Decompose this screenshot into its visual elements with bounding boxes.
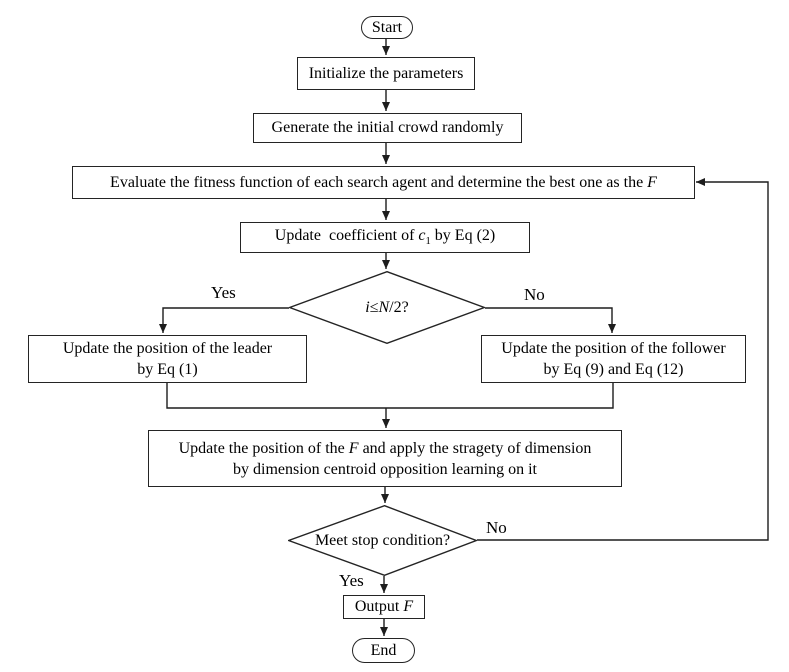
decision-diamond-shape bbox=[289, 271, 485, 344]
node-update-coefficient: Update coefficient of c1 by Eq (2) bbox=[240, 222, 530, 253]
edge-decision1-no-follower bbox=[485, 307, 616, 333]
edge-label-decision1-yes: Yes bbox=[211, 283, 236, 302]
node-update-food-position: Update the position of the F and apply t… bbox=[148, 430, 622, 487]
node-initialize-parameters-label: Initialize the parameters bbox=[308, 64, 464, 82]
node-update-food-position-line2: by dimension centroid opposition learnin… bbox=[233, 460, 537, 478]
node-evaluate-fitness: Evaluate the fitness function of each se… bbox=[72, 166, 695, 199]
node-update-leader-line2: by Eq (1) bbox=[137, 361, 198, 378]
node-evaluate-fitness-label: Evaluate the fitness function of each se… bbox=[110, 173, 657, 191]
node-start-label: Start bbox=[371, 18, 403, 36]
node-decision-half-crowd: i≤N/2? bbox=[289, 271, 485, 344]
node-update-follower-line2: by Eq (9) and Eq (12) bbox=[543, 361, 684, 378]
node-end-label: End bbox=[370, 641, 397, 659]
node-decision-half-crowd-label: i≤N/2? bbox=[365, 298, 409, 316]
node-update-coefficient-label: Update coefficient of c1 by Eq (2) bbox=[274, 227, 496, 248]
node-update-follower-line1: Update the position of the follower bbox=[501, 340, 726, 357]
node-generate-crowd: Generate the initial crowd randomly bbox=[253, 113, 522, 143]
edge-merge-line bbox=[166, 383, 614, 409]
edge-label-decision2-no: No bbox=[486, 518, 507, 537]
node-decision-stop-condition: Meet stop condition? bbox=[288, 505, 477, 576]
node-generate-crowd-label: Generate the initial crowd randomly bbox=[271, 119, 504, 137]
node-decision-stop-condition-label: Meet stop condition? bbox=[314, 531, 451, 549]
edge-decision2-no-loopback bbox=[477, 178, 769, 541]
edge-decision1-yes-leader bbox=[159, 307, 289, 333]
edge-label-decision1-no: No bbox=[524, 285, 545, 304]
node-update-leader: Update the position of the leader by Eq … bbox=[28, 335, 307, 383]
node-output-f: Output F bbox=[343, 595, 425, 619]
node-start: Start bbox=[361, 16, 413, 39]
node-update-leader-line1: Update the position of the leader bbox=[62, 340, 273, 357]
node-update-food-position-line1: Update the position of the F and apply t… bbox=[178, 439, 592, 457]
node-output-f-label: Output F bbox=[354, 598, 414, 616]
node-update-follower: Update the position of the follower by E… bbox=[481, 335, 746, 383]
node-initialize-parameters: Initialize the parameters bbox=[297, 57, 475, 90]
decision-diamond-shape bbox=[288, 505, 477, 576]
edge-label-decision2-yes: Yes bbox=[339, 571, 364, 590]
node-end: End bbox=[352, 638, 415, 663]
